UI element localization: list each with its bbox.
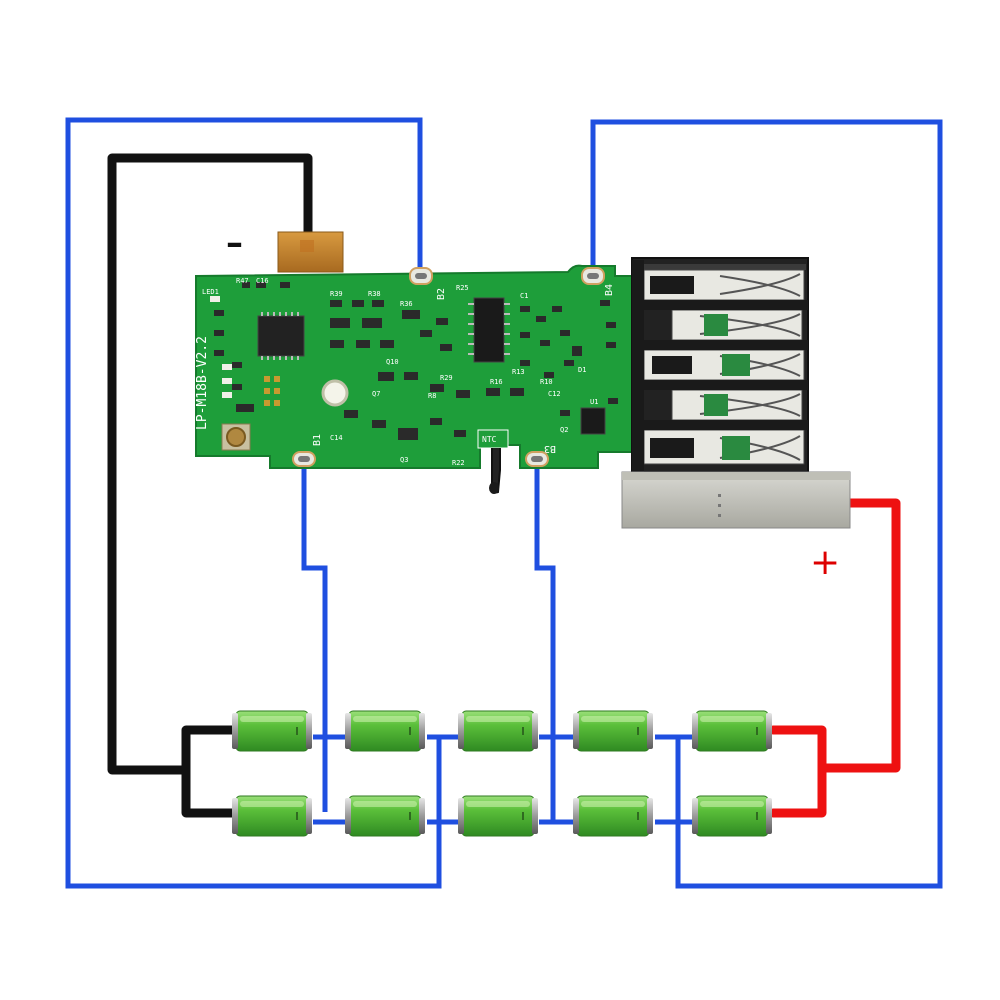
pad-label-b1: B1	[312, 434, 323, 446]
svg-text:C1: C1	[520, 292, 528, 300]
battery-cell-5	[692, 710, 772, 752]
battery-cell-6	[232, 795, 312, 837]
battery-cell-1	[232, 710, 312, 752]
balance-wire-b4	[590, 119, 943, 889]
svg-text:Q7: Q7	[372, 390, 380, 398]
negative-label: –	[226, 223, 243, 263]
svg-text:R36: R36	[400, 300, 413, 308]
svg-text:Q2: Q2	[560, 426, 568, 434]
battery-cells	[232, 710, 772, 837]
pad-label-b3: B3	[544, 443, 556, 454]
svg-text:LED1: LED1	[202, 288, 219, 296]
battery-cell-9	[573, 795, 653, 837]
battery-cell-4	[573, 710, 653, 752]
battery-cell-2	[345, 710, 425, 752]
svg-text:U1: U1	[590, 398, 598, 406]
svg-text:C12: C12	[548, 390, 561, 398]
pad-label-b4: B4	[604, 284, 615, 296]
svg-text:R22: R22	[452, 459, 465, 467]
positive-label: +	[810, 542, 840, 583]
svg-text:C16: C16	[256, 277, 269, 285]
svg-text:R8: R8	[428, 392, 436, 400]
smd-components	[214, 282, 618, 440]
svg-text:Q3: Q3	[400, 456, 408, 464]
balance-wire-b1	[301, 462, 328, 812]
component-labels: R47 C16 LED1 R39 R38 R36 R29 R16 R13 R8 …	[202, 277, 598, 467]
ic-center	[473, 297, 505, 363]
battery-connector	[631, 257, 809, 473]
svg-text:C14: C14	[330, 434, 343, 442]
battery-cell-8	[458, 795, 538, 837]
mounting-hole	[321, 379, 349, 407]
ic-small	[580, 407, 606, 435]
svg-text:R25: R25	[456, 284, 469, 292]
cell-link-col2	[427, 734, 442, 825]
svg-text:R13: R13	[512, 368, 525, 376]
battery-cell-10	[692, 795, 772, 837]
svg-text:R10: R10	[540, 378, 553, 386]
board-model: LP-M18B-V2.2	[195, 336, 210, 430]
battery-cell-3	[458, 710, 538, 752]
bms-board: LP-M18B-V2.2 B2 B4 B1 B3 R47 C16 LED1 R3…	[195, 231, 633, 494]
svg-text:R16: R16	[490, 378, 503, 386]
svg-text:Q10: Q10	[386, 358, 399, 366]
positive-terminal-plate	[621, 471, 851, 529]
svg-text:R39: R39	[330, 290, 343, 298]
pcb	[195, 264, 633, 469]
svg-text:R29: R29	[440, 374, 453, 382]
balance-wire-b2	[65, 117, 442, 889]
ntc-label: NTC	[482, 435, 497, 444]
battery-cell-7	[345, 795, 425, 837]
svg-text:R47: R47	[236, 277, 249, 285]
pad-label-b2: B2	[436, 288, 447, 300]
negative-wire	[107, 153, 313, 818]
push-button	[226, 427, 246, 447]
svg-text:R38: R38	[368, 290, 381, 298]
ic-left	[257, 315, 305, 357]
svg-text:D1: D1	[578, 366, 586, 374]
leds	[210, 296, 232, 398]
balance-wires	[65, 117, 943, 889]
header-pins	[264, 376, 280, 406]
balance-wire-b3	[534, 462, 556, 735]
positive-wire	[768, 498, 901, 818]
